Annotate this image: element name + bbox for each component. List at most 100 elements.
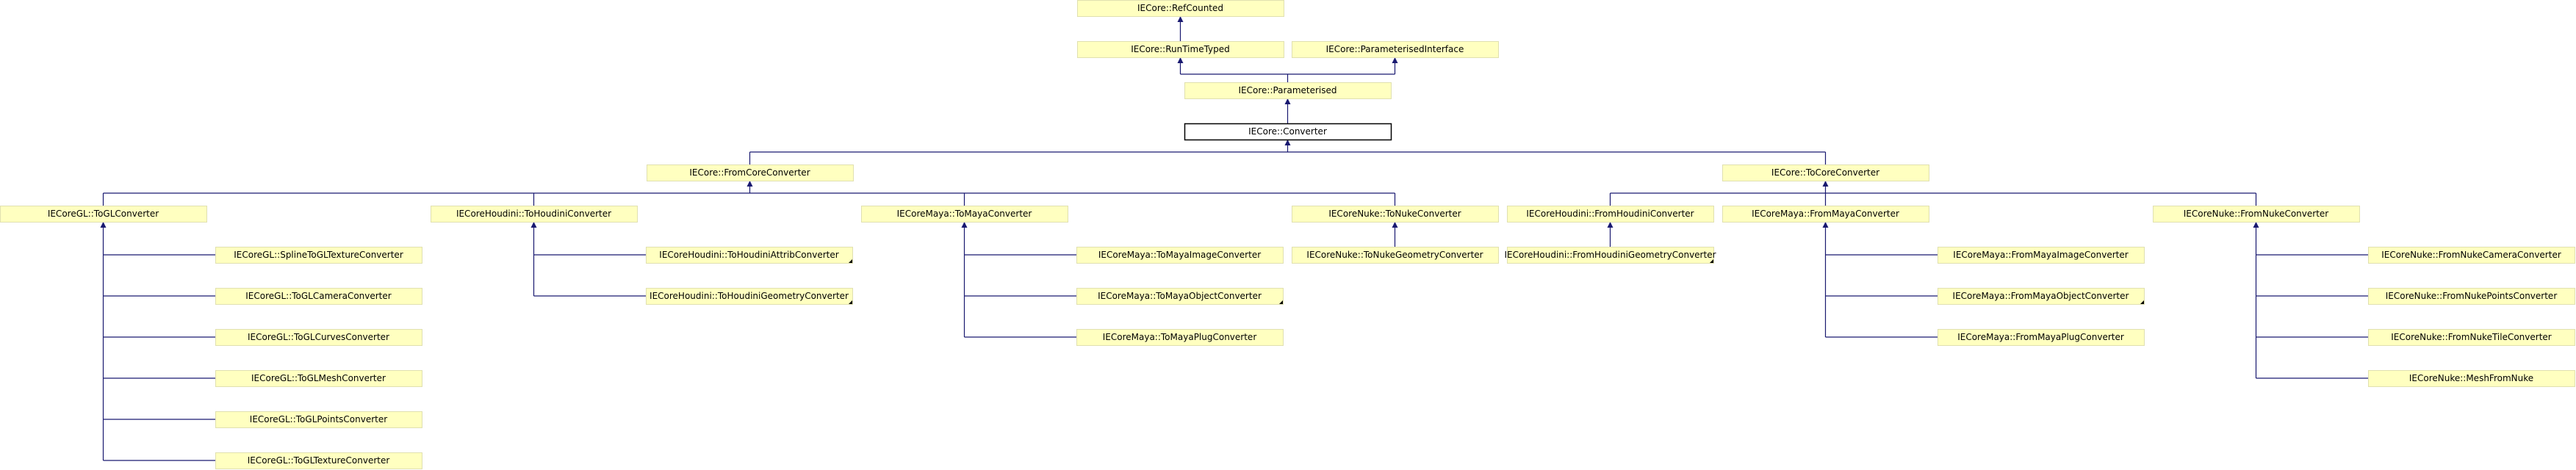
class-node-label: IECore::Converter <box>1248 126 1327 137</box>
arrow-to-fromcoreconverter <box>746 181 753 187</box>
class-node-label: IECoreMaya::FromMayaConverter <box>1752 209 1899 219</box>
class-node-toglpointsconverter[interactable]: IECoreGL::ToGLPointsConverter <box>215 411 422 428</box>
class-node-fromnuketileconverter[interactable]: IECoreNuke::FromNukeTileConverter <box>2368 329 2575 346</box>
class-node-fromcoreconverter[interactable]: IECore::FromCoreConverter <box>647 164 854 181</box>
class-node-box <box>2368 247 2575 264</box>
class-node-label: IECore::ParameterisedInterface <box>1326 44 1464 54</box>
class-node-label: IECoreGL::ToGLTextureConverter <box>248 455 390 466</box>
more-indicator-icon <box>2140 300 2144 304</box>
class-node-box <box>0 206 207 223</box>
class-node-toglcurvesconverter[interactable]: IECoreGL::ToGLCurvesConverter <box>215 329 422 346</box>
class-node-frommayaplugconverter[interactable]: IECoreMaya::FromMayaPlugConverter <box>1938 329 2145 346</box>
class-node-label: IECoreNuke::FromNukeCameraConverter <box>2381 250 2561 260</box>
arrow-to-tocoreconverter <box>1822 181 1829 187</box>
class-node-box <box>1938 288 2145 305</box>
class-node-box <box>1722 164 1929 181</box>
class-node-tomayaplugconverter[interactable]: IECoreMaya::ToMayaPlugConverter <box>1076 329 1284 346</box>
class-node-label: IECoreHoudini::FromHoudiniGeometryConver… <box>1504 250 1716 260</box>
class-node-label: IECoreMaya::ToMayaPlugConverter <box>1103 332 1257 342</box>
class-node-togltextureconverter[interactable]: IECoreGL::ToGLTextureConverter <box>215 452 422 469</box>
more-indicator-icon <box>849 259 852 263</box>
class-node-fromnukecameraconverter[interactable]: IECoreNuke::FromNukeCameraConverter <box>2368 247 2575 264</box>
class-node-parameterisedinterface[interactable]: IECore::ParameterisedInterface <box>1292 41 1499 58</box>
more-indicator-icon <box>1710 259 1713 263</box>
class-node-box <box>215 452 422 469</box>
class-node-box <box>431 206 638 223</box>
class-node-box <box>1938 247 2145 264</box>
class-node-label: IECoreMaya::FromMayaImageConverter <box>1953 250 2128 260</box>
class-node-label: IECoreNuke::MeshFromNuke <box>2409 373 2533 383</box>
class-node-label: IECore::FromCoreConverter <box>689 167 810 178</box>
class-node-box <box>1507 247 1714 264</box>
class-node-toglmeshconverter[interactable]: IECoreGL::ToGLMeshConverter <box>215 370 422 387</box>
class-node-label: IECoreHoudini::ToHoudiniGeometryConverte… <box>650 291 849 301</box>
class-node-box <box>1076 247 1284 264</box>
class-node-label: IECoreGL::ToGLCurvesConverter <box>248 332 389 342</box>
class-node-tomayaobjectconverter[interactable]: IECoreMaya::ToMayaObjectConverter <box>1076 288 1284 305</box>
arrow-to-toglconverter <box>100 222 107 228</box>
class-node-runtimetyped[interactable]: IECore::RunTimeTyped <box>1077 41 1284 58</box>
class-node-fromnukeconverter[interactable]: IECoreNuke::FromNukeConverter <box>2153 206 2360 223</box>
class-node-meshfromnuke[interactable]: IECoreNuke::MeshFromNuke <box>2368 370 2575 387</box>
class-node-tomayaimageconverter[interactable]: IECoreMaya::ToMayaImageConverter <box>1076 247 1284 264</box>
class-node-label: IECoreHoudini::FromHoudiniConverter <box>1526 209 1694 219</box>
class-node-label: IECoreNuke::ToNukeConverter <box>1328 209 1461 219</box>
class-node-tonukegeometryconverter[interactable]: IECoreNuke::ToNukeGeometryConverter <box>1292 247 1499 264</box>
class-node-label: IECoreNuke::FromNukeConverter <box>2184 209 2329 219</box>
class-node-label: IECoreNuke::FromNukePointsConverter <box>2386 291 2558 301</box>
class-node-fromnukepointsconverter[interactable]: IECoreNuke::FromNukePointsConverter <box>2368 288 2575 305</box>
class-node-label: IECoreGL::ToGLPointsConverter <box>250 414 387 424</box>
class-node-label: IECoreGL::ToGLConverter <box>48 209 159 219</box>
arrow-to-parameterisedinterface <box>1392 57 1398 63</box>
class-node-fromhoudiniconverter[interactable]: IECoreHoudini::FromHoudiniConverter <box>1507 206 1714 223</box>
class-node-box <box>215 288 422 305</box>
more-indicator-icon <box>1279 300 1283 304</box>
class-node-splinetogltextureconverter[interactable]: IECoreGL::SplineToGLTextureConverter <box>215 247 422 264</box>
class-node-tohoudiniattribconverter[interactable]: IECoreHoudini::ToHoudiniAttribConverter <box>646 247 853 264</box>
class-node-label: IECore::ToCoreConverter <box>1771 167 1879 178</box>
class-node-tohoudiniconverter[interactable]: IECoreHoudini::ToHoudiniConverter <box>431 206 638 223</box>
class-node-box <box>2368 288 2575 305</box>
class-node-tohoudinigeometryconverter[interactable]: IECoreHoudini::ToHoudiniGeometryConverte… <box>646 288 853 305</box>
class-node-label: IECoreHoudini::ToHoudiniConverter <box>456 209 611 219</box>
class-node-label: IECoreGL::ToGLCameraConverter <box>245 291 392 301</box>
class-node-label: IECore::RunTimeTyped <box>1131 44 1230 54</box>
class-node-box <box>646 247 853 264</box>
class-node-box <box>1507 206 1714 223</box>
class-node-box <box>215 329 422 346</box>
class-node-frommayaimageconverter[interactable]: IECoreMaya::FromMayaImageConverter <box>1938 247 2145 264</box>
class-node-parameterised[interactable]: IECore::Parameterised <box>1184 82 1392 99</box>
class-node-box <box>1722 206 1929 223</box>
class-node-frommayaconverter[interactable]: IECoreMaya::FromMayaConverter <box>1722 206 1929 223</box>
class-node-box <box>2153 206 2360 223</box>
arrow-to-tomayaconverter <box>961 222 968 228</box>
class-node-label: IECoreNuke::ToNukeGeometryConverter <box>1306 250 1483 260</box>
class-node-tomayaconverter[interactable]: IECoreMaya::ToMayaConverter <box>861 206 1068 223</box>
class-node-toglconverter[interactable]: IECoreGL::ToGLConverter <box>0 206 207 223</box>
class-node-label: IECore::RefCounted <box>1137 3 1223 13</box>
class-node-box <box>215 247 422 264</box>
class-node-box <box>1184 123 1392 141</box>
class-node-frommayaobjectconverter[interactable]: IECoreMaya::FromMayaObjectConverter <box>1938 288 2145 305</box>
class-node-tocoreconverter[interactable]: IECore::ToCoreConverter <box>1722 164 1929 181</box>
arrow-to-refcounted <box>1177 16 1184 22</box>
class-node-box <box>1938 329 2145 346</box>
class-node-toglcameraconverter[interactable]: IECoreGL::ToGLCameraConverter <box>215 288 422 305</box>
class-node-box <box>1076 288 1284 305</box>
arrow-to-parameterised <box>1284 98 1291 104</box>
inheritance-edges <box>100 16 2368 461</box>
class-node-label: IECoreMaya::FromMayaObjectConverter <box>1953 291 2129 301</box>
class-node-converter[interactable]: IECore::Converter <box>1184 123 1392 141</box>
class-node-box <box>647 164 854 181</box>
class-node-fromhoudinigeometryconverter[interactable]: IECoreHoudini::FromHoudiniGeometryConver… <box>1504 247 1716 264</box>
class-node-box <box>1184 82 1392 99</box>
class-node-label: IECoreMaya::ToMayaConverter <box>897 209 1032 219</box>
class-node-tonukeconverter[interactable]: IECoreNuke::ToNukeConverter <box>1292 206 1499 223</box>
class-node-box <box>215 411 422 428</box>
arrow-to-tonukeconverter <box>1392 222 1398 228</box>
arrow-to-converter <box>1284 140 1291 145</box>
class-node-refcounted[interactable]: IECore::RefCounted <box>1077 0 1284 17</box>
class-node-label: IECoreHoudini::ToHoudiniAttribConverter <box>659 250 838 260</box>
